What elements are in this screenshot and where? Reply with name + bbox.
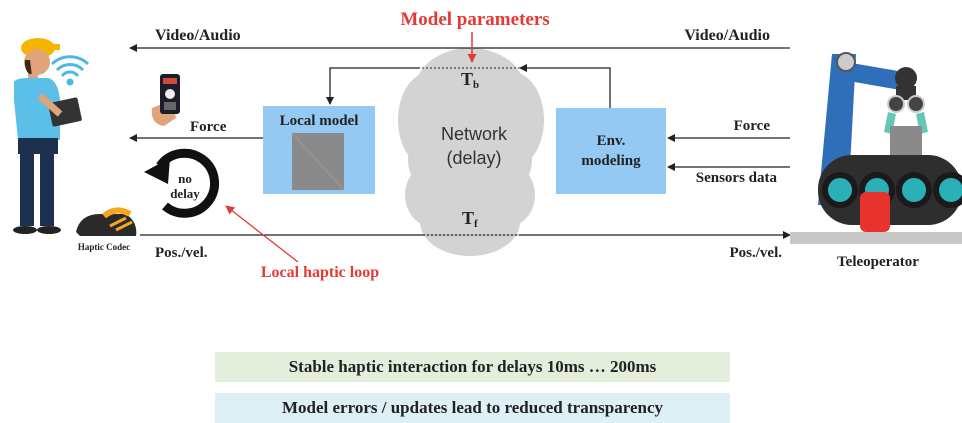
network-cloud bbox=[398, 48, 544, 256]
env-label-line1: Env. bbox=[597, 133, 626, 149]
loop-arrow-icon bbox=[144, 148, 220, 218]
tb-label: T bbox=[461, 69, 473, 89]
network-label-line2: (delay) bbox=[446, 148, 501, 168]
haptic-codec-label: Haptic Codec bbox=[78, 242, 130, 252]
pos-vel-right-label: Pos./vel. bbox=[730, 245, 783, 261]
phone-controller-icon bbox=[151, 74, 180, 126]
wifi-icon bbox=[50, 55, 90, 86]
local-haptic-loop-arrow bbox=[225, 205, 299, 263]
model-errors-bar: Model errors / updates lead to reduced t… bbox=[215, 393, 730, 423]
operator-person-icon bbox=[13, 38, 82, 234]
sensors-data-label: Sensors data bbox=[696, 170, 778, 186]
haptic-device-icon bbox=[76, 207, 137, 236]
pos-vel-left-label: Pos./vel. bbox=[155, 245, 208, 261]
tb-subscript: b bbox=[473, 79, 479, 91]
video-audio-right-label: Video/Audio bbox=[684, 27, 770, 44]
video-audio-left-label: Video/Audio bbox=[155, 27, 241, 44]
no-delay-line1: no bbox=[178, 171, 192, 186]
tf-label: T bbox=[462, 208, 474, 228]
tb-feedback-line bbox=[519, 64, 611, 108]
local-haptic-loop-label: Local haptic loop bbox=[261, 264, 379, 281]
tb-to-local-model-line bbox=[326, 67, 420, 105]
model-parameters-label: Model parameters bbox=[400, 9, 549, 30]
tf-subscript: f bbox=[474, 218, 478, 230]
conveyor-icon bbox=[790, 155, 962, 244]
stable-interaction-bar: Stable haptic interaction for delays 10m… bbox=[215, 352, 730, 382]
env-modeling-box bbox=[556, 108, 666, 194]
no-delay-line2: delay bbox=[170, 186, 200, 201]
local-model-label: Local model bbox=[280, 113, 359, 129]
force-left-label: Force bbox=[190, 119, 227, 135]
env-label-line2: modeling bbox=[581, 153, 641, 169]
network-label-line1: Network bbox=[441, 124, 508, 144]
force-right-label: Force bbox=[734, 118, 771, 134]
teleoperator-label: Teleoperator bbox=[837, 254, 919, 270]
